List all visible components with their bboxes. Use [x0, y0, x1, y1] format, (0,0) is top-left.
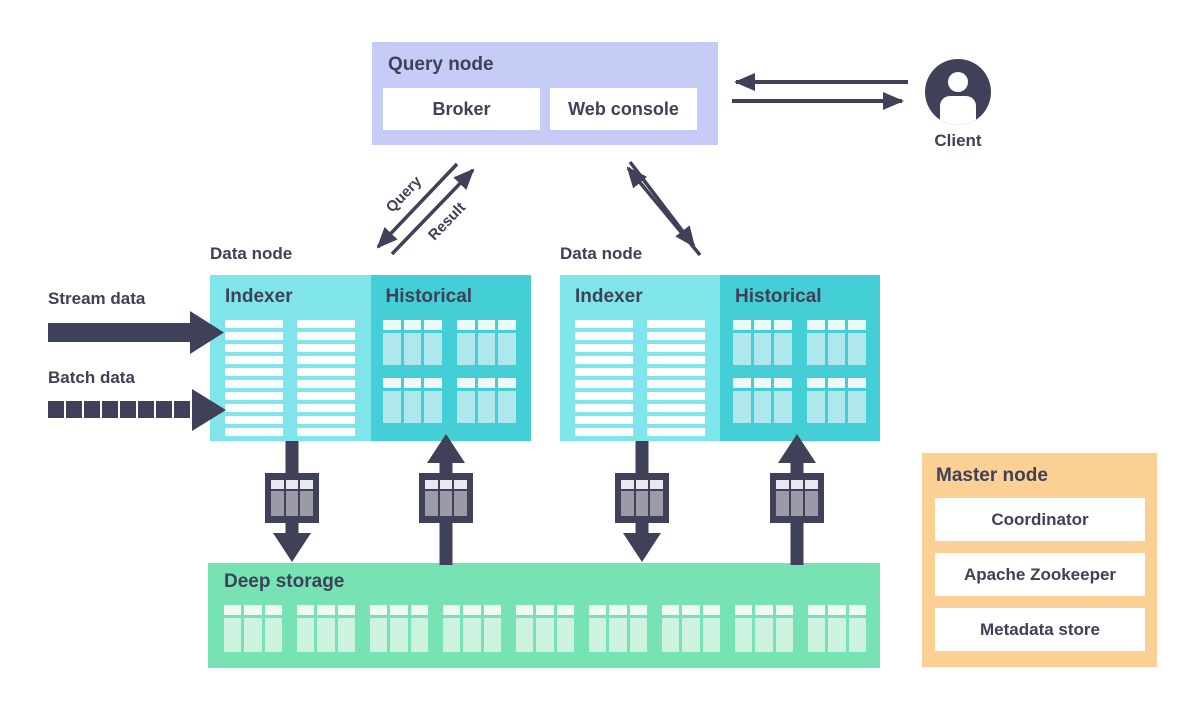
- broker-box: Broker: [383, 88, 540, 130]
- data-node-left-box: Indexer Historical: [210, 275, 531, 441]
- segment-table-icon: [443, 605, 501, 652]
- deep-storage-title: Deep storage: [224, 571, 345, 592]
- data-node-left-label: Data node: [210, 244, 293, 263]
- master-node-box: Master node Coordinator Apache Zookeeper…: [922, 453, 1157, 667]
- historical-title: Historical: [735, 286, 822, 307]
- indexer-panel: Indexer: [560, 275, 720, 441]
- data-node-right-box: Indexer Historical: [560, 275, 880, 441]
- row-list-icon: [297, 320, 355, 436]
- web-console-box: Web console: [550, 88, 697, 130]
- query-node-box: Query node Broker Web console: [372, 42, 718, 145]
- client-person-icon: [925, 59, 991, 125]
- segment-table-icon: [383, 320, 443, 365]
- table-segment-icon: [265, 473, 319, 523]
- segment-table-icon: [807, 320, 867, 365]
- result-flow-label: Result: [424, 199, 470, 244]
- segment-table-icon: [589, 605, 647, 652]
- segment-table-icon: [733, 320, 793, 365]
- query-node-title: Query node: [388, 54, 494, 75]
- segment-table-icon: [297, 605, 355, 652]
- data-node-right-label: Data node: [560, 244, 643, 263]
- stream-data-arrow: [48, 311, 224, 354]
- person-head-icon: [948, 72, 968, 92]
- table-segment-icon: [770, 473, 824, 523]
- indexer-title: Indexer: [225, 286, 293, 307]
- stream-data-label: Stream data: [48, 289, 146, 308]
- batch-data-arrow: [48, 401, 190, 418]
- master-node-title: Master node: [936, 465, 1048, 486]
- segment-table-icon: [807, 378, 867, 423]
- coordinator-box: Coordinator: [935, 498, 1145, 541]
- historical-title: Historical: [385, 286, 473, 307]
- segment-table-icon: [808, 605, 866, 652]
- segment-table-icon: [224, 605, 282, 652]
- metadata-store-box: Metadata store: [935, 608, 1145, 651]
- deep-storage-box: Deep storage: [208, 563, 880, 668]
- row-list-icon: [225, 320, 283, 436]
- segment-table-icon: [383, 378, 443, 423]
- segment-table-icon: [370, 605, 428, 652]
- segment-table-icon: [457, 378, 517, 423]
- table-segment-icon: [615, 473, 669, 523]
- row-list-icon: [647, 320, 705, 436]
- indexer-panel: Indexer: [210, 275, 371, 441]
- segment-table-icon: [733, 378, 793, 423]
- client-label: Client: [934, 131, 982, 150]
- segment-table-icon: [457, 320, 517, 365]
- query-arrow-right: [628, 160, 696, 248]
- indexer-title: Indexer: [575, 286, 643, 307]
- batch-data-label: Batch data: [48, 368, 135, 387]
- row-list-icon: [575, 320, 633, 436]
- person-body-icon: [940, 96, 976, 125]
- table-segment-icon: [419, 473, 473, 523]
- segment-table-icon: [662, 605, 720, 652]
- deep-storage-segments: [224, 605, 866, 652]
- query-flow-label: Query: [382, 173, 426, 217]
- result-arrow-right: [626, 166, 702, 257]
- segment-table-icon: [735, 605, 793, 652]
- segment-table-icon: [516, 605, 574, 652]
- zookeeper-box: Apache Zookeeper: [935, 553, 1145, 596]
